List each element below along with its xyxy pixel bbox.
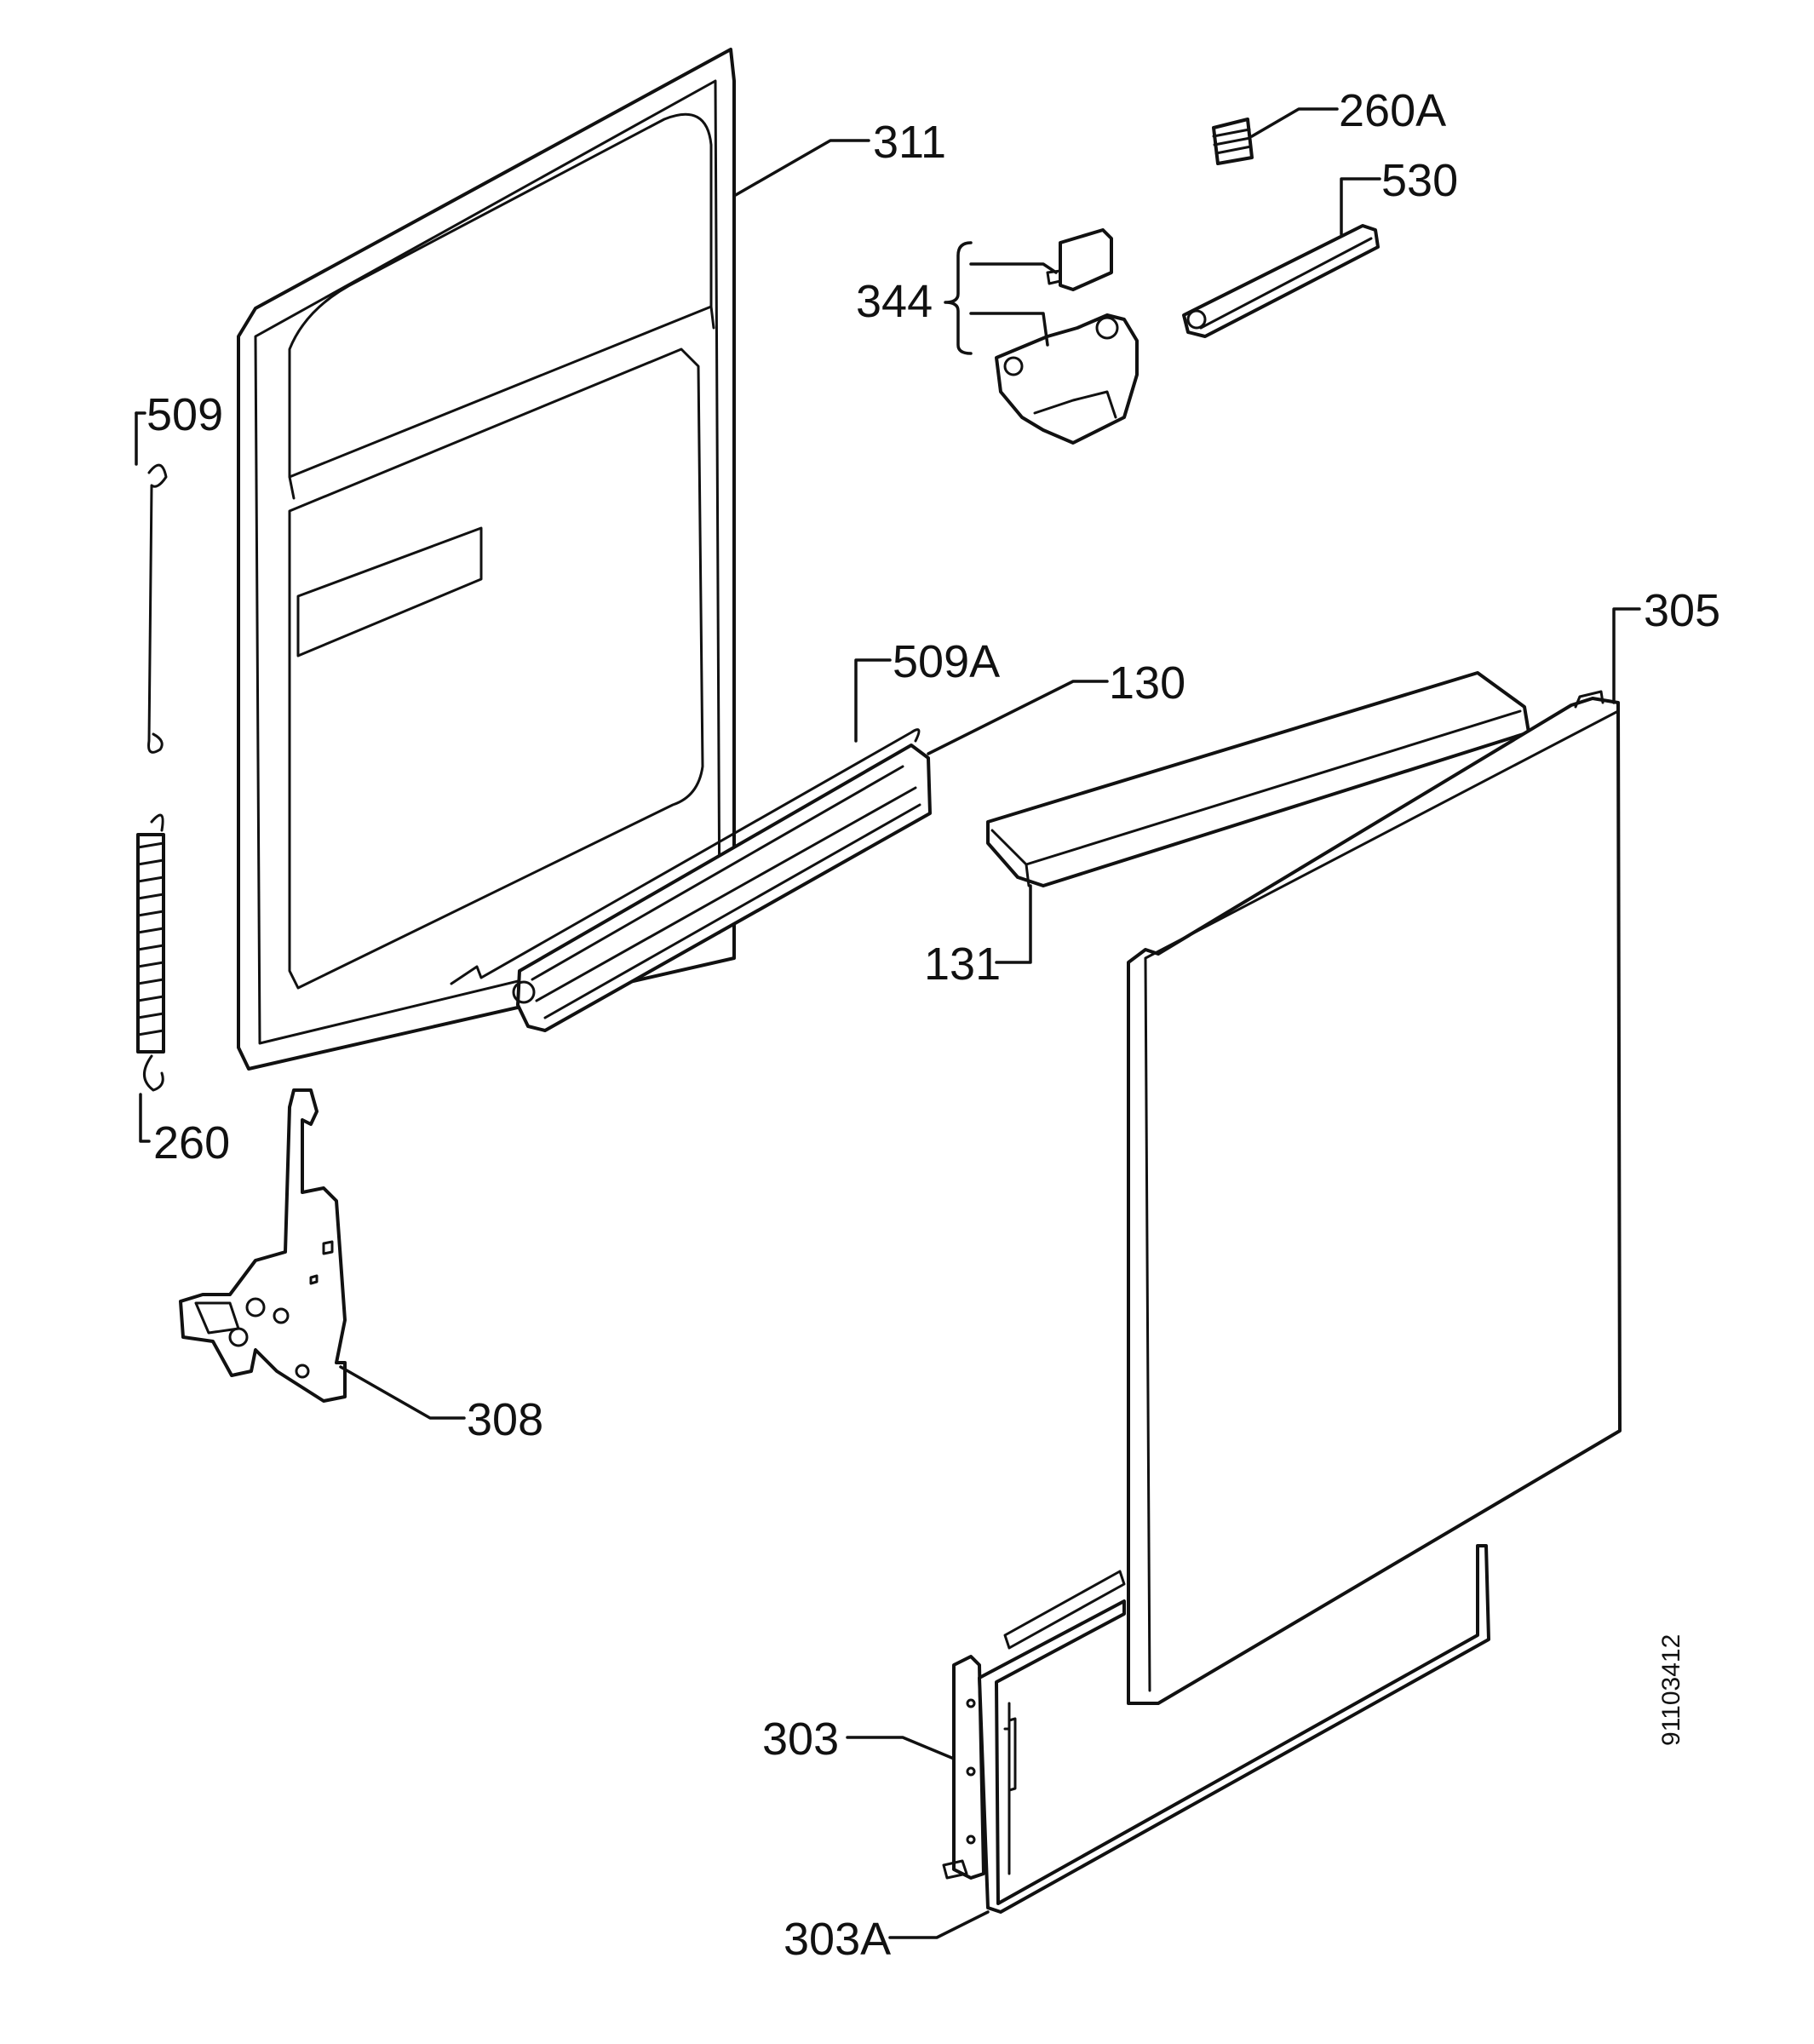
- callout-303A: 303A: [784, 1914, 891, 1965]
- callout-260A: 260A: [1339, 85, 1446, 136]
- spring-cap-260A: [1212, 118, 1254, 165]
- trim-strip-131: [986, 671, 1530, 887]
- leader-260: [139, 1093, 151, 1143]
- callout-303: 303: [762, 1714, 839, 1765]
- brace-344: [944, 241, 973, 355]
- leader-344-lower: [969, 312, 1049, 347]
- leader-130: [927, 680, 1109, 755]
- callout-509: 509: [146, 389, 223, 440]
- callout-509A: 509A: [893, 636, 1000, 687]
- rod-530: [1182, 224, 1380, 338]
- leader-509A: [854, 658, 892, 743]
- outer-door-panel-305: [1127, 690, 1622, 1705]
- leader-311: [732, 139, 870, 198]
- callout-344: 344: [856, 276, 933, 327]
- callout-305: 305: [1644, 585, 1720, 636]
- leader-lines: [135, 107, 1641, 1939]
- leader-344-upper: [969, 262, 1058, 274]
- bottom-panel-303A: [978, 1544, 1490, 1914]
- leader-530: [1340, 177, 1381, 236]
- leader-303A: [888, 1910, 990, 1939]
- callout-311: 311: [873, 117, 946, 168]
- coil-spring-260: [136, 813, 165, 1092]
- callout-131: 131: [924, 939, 1001, 990]
- leader-305: [1612, 607, 1641, 704]
- leader-260A: [1250, 107, 1339, 138]
- gasket-130: [512, 744, 932, 1032]
- leader-303: [846, 1736, 956, 1760]
- inner-door-311: [237, 48, 736, 1071]
- spring-509: [147, 463, 168, 754]
- callout-260: 260: [153, 1117, 230, 1168]
- leader-131: [995, 884, 1032, 964]
- wire-509A: [450, 728, 921, 985]
- callout-130: 130: [1109, 657, 1185, 709]
- callout-308: 308: [467, 1394, 543, 1445]
- side-bracket-303: [942, 1655, 985, 1880]
- leader-308: [339, 1365, 466, 1420]
- callout-530: 530: [1381, 155, 1458, 206]
- callout-labels: 311 260A 530 344 509 305 509A 130 131 26…: [146, 85, 1720, 1965]
- latch-assembly-344: [995, 228, 1139, 445]
- drawing-number: 91103412: [1657, 1634, 1685, 1746]
- hinge-308: [179, 1088, 347, 1403]
